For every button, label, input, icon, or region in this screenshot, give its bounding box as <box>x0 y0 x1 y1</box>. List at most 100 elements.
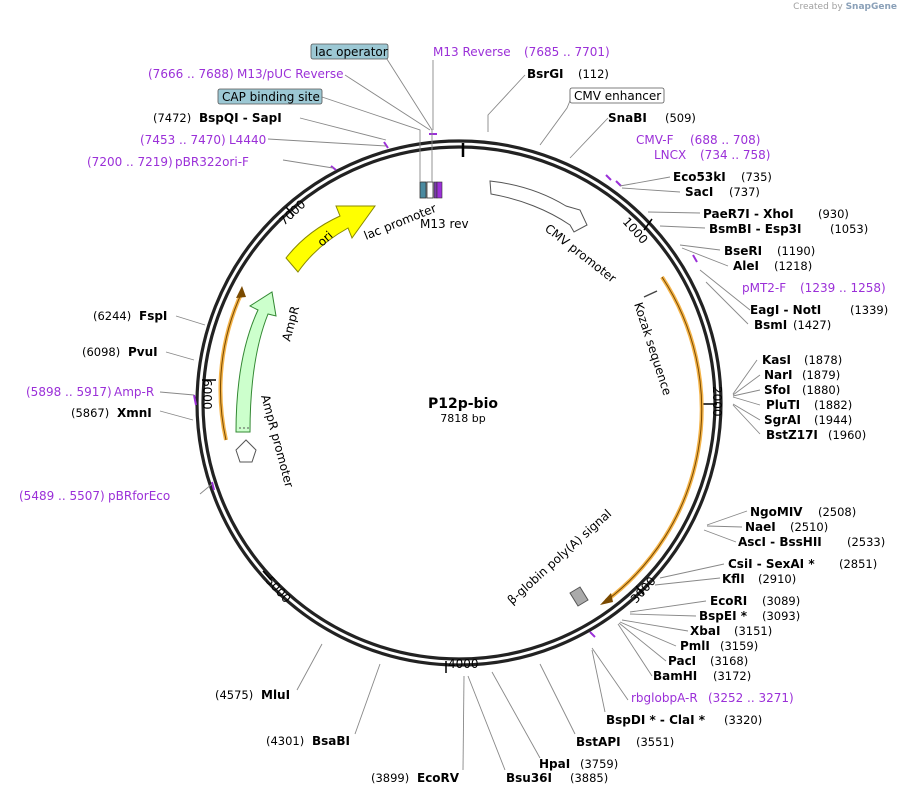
cmv-enhancer-label-box[interactable] <box>569 87 665 104</box>
site-xhoi-pos: (930) <box>818 207 849 221</box>
site-noti-name[interactable]: EagI - NotI <box>750 303 821 317</box>
leader-csii <box>659 563 725 579</box>
site-bsabi-pos: (4301) <box>266 734 304 748</box>
beta-globin-polya-box[interactable] <box>569 586 589 607</box>
tick-label-2000: 2000 <box>710 386 724 417</box>
site-eco53ki-pos: (735) <box>741 170 772 184</box>
primer-mark-pbr322ori-f <box>330 165 337 171</box>
site-bsabi-name[interactable]: BsaBI <box>312 734 350 748</box>
ori-arrow[interactable] <box>285 205 376 273</box>
leader-ecorv <box>462 675 465 771</box>
site-fspi-name[interactable]: FspI <box>139 309 167 323</box>
site-clai-name[interactable]: BspDI * - ClaI * <box>606 713 706 727</box>
site-alei-pos: (1218) <box>774 259 812 273</box>
site-sapi-name[interactable]: BspQI - SapI <box>199 111 282 125</box>
site-saci-pos: (737) <box>729 185 760 199</box>
site-paci-name[interactable]: PacI <box>668 654 696 668</box>
site-bsrgi-name[interactable]: BsrGI <box>527 67 564 81</box>
site-kasi-pos: (1878) <box>804 353 842 367</box>
lac-operator-label: lac operator <box>315 45 388 59</box>
site-csii-name[interactable]: CsiI - SexAI * <box>728 557 815 571</box>
lac-operator-box[interactable] <box>426 181 434 199</box>
site-ngomiv-name[interactable]: NgoMIV <box>750 505 803 519</box>
m13-rev-box[interactable] <box>433 181 438 199</box>
ampr-promoter-arrow[interactable] <box>235 439 257 463</box>
site-bspei-name[interactable]: BspEI * <box>699 609 748 623</box>
site-mlui-name[interactable]: MluI <box>261 688 290 702</box>
backbone-inner-ring <box>201 145 717 661</box>
m13-rev-box-2[interactable] <box>436 181 443 199</box>
site-xbai-name[interactable]: XbaI <box>690 624 720 638</box>
site-ecori-pos: (3089) <box>762 594 800 608</box>
site-asci-name[interactable]: AscI - BssHII <box>738 535 822 549</box>
site-bstapi-name[interactable]: BstAPI <box>576 735 621 749</box>
site-pvui-name[interactable]: PvuI <box>128 345 158 359</box>
primer-m13-puc-reverse-range: (7666 .. 7688) <box>148 67 234 81</box>
leader-cap-binding-site <box>321 96 421 182</box>
leader-pbrforeco <box>199 483 213 495</box>
primer-rbglobpa-r-name[interactable]: rbglobpA-R <box>631 691 698 705</box>
site-bsu36i-pos: (3885) <box>570 771 608 785</box>
plasmid-name: P12p-bio <box>428 396 498 412</box>
site-xmni-pos: (5867) <box>71 406 109 420</box>
tick-mark-1000 <box>643 218 653 231</box>
plasmid-size: 7818 bp <box>440 412 485 425</box>
site-bamhi-name[interactable]: BamHI <box>653 669 697 683</box>
cmv-promoter-arrow[interactable] <box>489 180 588 233</box>
site-pmli-pos: (3159) <box>720 639 758 653</box>
primer-mark-lncx <box>615 180 622 187</box>
primer-lncx-name[interactable]: LNCX <box>654 148 686 162</box>
primer-m13-reverse-name[interactable]: M13 Reverse <box>433 45 511 59</box>
site-nari-name[interactable]: NarI <box>764 368 793 382</box>
primer-pmt2-f-name[interactable]: pMT2-F <box>742 281 786 295</box>
leader-clai <box>591 649 606 713</box>
site-kfli-name[interactable]: KflI <box>722 572 745 586</box>
kozak-sequence-label: Kozak sequence <box>631 301 674 397</box>
site-xbai-pos: (3151) <box>734 624 772 638</box>
site-kasi-name[interactable]: KasI <box>762 353 791 367</box>
ampr-arrow[interactable] <box>235 291 277 433</box>
primer-pbr322ori-f-range: (7200 .. 7219) <box>87 155 173 169</box>
site-bstz17i-pos: (1960) <box>828 428 866 442</box>
site-pluti-name[interactable]: PluTI <box>766 398 800 412</box>
site-eco53ki-name[interactable]: Eco53kI <box>673 170 726 184</box>
site-sapi-pos: (7472) <box>153 111 191 125</box>
lac-promoter-box[interactable] <box>419 181 427 199</box>
primer-l4440-name[interactable]: L4440 <box>229 133 266 147</box>
site-ecorv-name[interactable]: EcoRV <box>417 771 460 785</box>
site-bseri-name[interactable]: BseRI <box>724 244 762 258</box>
leader-mlui <box>296 643 323 691</box>
primer-mark-cmv-f <box>605 174 612 181</box>
leader-pmli <box>619 621 677 647</box>
primer-pbrforeco-name[interactable]: pBRforEco <box>108 489 170 503</box>
site-xhoi-name[interactable]: PaeR7I - XhoI <box>703 207 794 221</box>
site-pmli-name[interactable]: PmlI <box>680 639 710 653</box>
lac-operator-label-box[interactable] <box>310 43 389 60</box>
primer-amp-r-name[interactable]: Amp-R <box>114 385 154 399</box>
site-xmni-name[interactable]: XmnI <box>117 406 152 420</box>
primer-cmv-f-name[interactable]: CMV-F <box>636 133 674 147</box>
tick-mark-5000 <box>262 570 272 581</box>
primer-marks <box>193 133 698 638</box>
site-naei-name[interactable]: NaeI <box>745 520 776 534</box>
site-bsmi-name[interactable]: BsmI <box>754 318 787 332</box>
primer-amp-r-range: (5898 .. 5917) <box>26 385 112 399</box>
cap-binding-site-label-box[interactable] <box>217 88 323 105</box>
leader-kfli <box>654 577 721 586</box>
site-saci-name[interactable]: SacI <box>685 185 713 199</box>
orf-arc-line <box>605 276 703 602</box>
site-hpai-name[interactable]: HpaI <box>539 757 570 771</box>
site-sgrai-name[interactable]: SgrAI <box>764 413 801 427</box>
primer-pbr322ori-f-name[interactable]: pBR322ori-F <box>175 155 249 169</box>
site-ecori-name[interactable]: EcoRI <box>710 594 747 608</box>
primer-m13-puc-reverse-name[interactable]: M13/pUC Reverse <box>237 67 344 81</box>
site-alei-name[interactable]: AleI <box>733 259 759 273</box>
leader-ecori <box>629 600 707 613</box>
ampr-orf-arc-line <box>219 291 243 441</box>
site-bstz17i-name[interactable]: BstZ17I <box>766 428 818 442</box>
features: CMV promoter Kozak sequence β-globin pol… <box>218 180 704 607</box>
site-bsmbi-name[interactable]: BsmBI - Esp3I <box>709 222 801 236</box>
site-sfoi-name[interactable]: SfoI <box>764 383 791 397</box>
site-snabi-name[interactable]: SnaBI <box>608 111 647 125</box>
site-bsu36i-name[interactable]: Bsu36I <box>506 771 552 785</box>
